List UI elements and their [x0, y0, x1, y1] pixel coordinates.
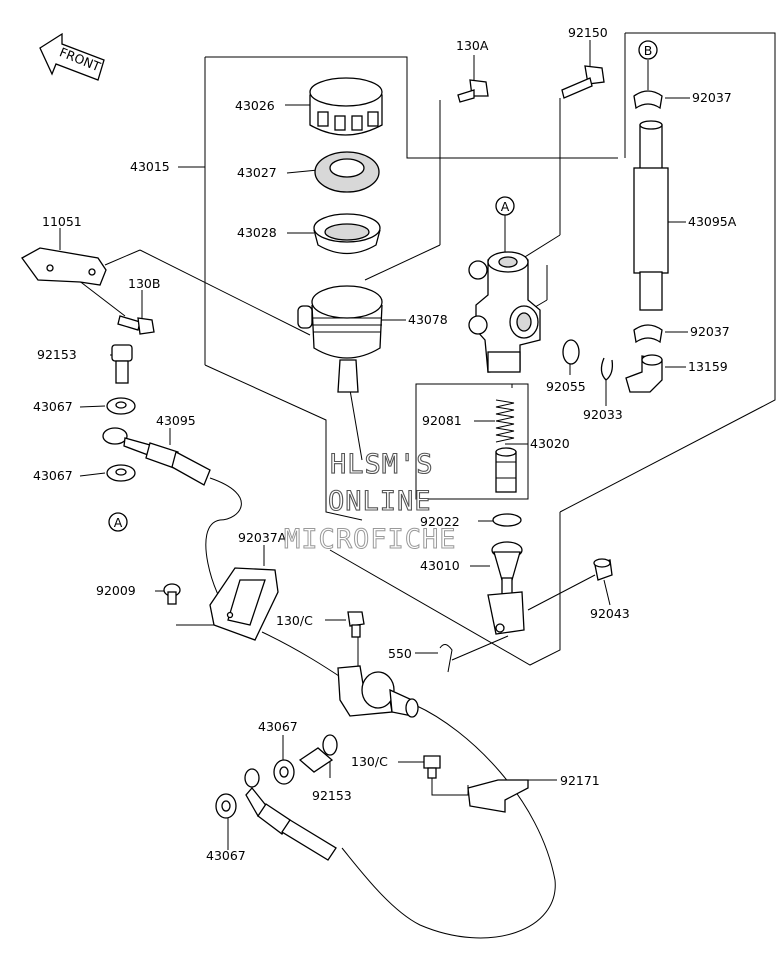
svg-text:B: B: [644, 43, 653, 58]
part-label: 92081: [422, 413, 462, 428]
piston-43020: [495, 447, 517, 493]
brake-hose-lower-end: [244, 768, 337, 861]
assembly-outline-43095A: [329, 32, 776, 666]
part-label: 130B: [128, 276, 160, 291]
part-label: 43067: [33, 468, 73, 483]
elbow-fitting-13159: [625, 354, 663, 393]
part-label: 92037: [692, 90, 732, 105]
bolt-92009: [163, 583, 181, 605]
part-label: 43026: [235, 98, 275, 113]
svg-text:A: A: [501, 199, 510, 214]
callout-a-bottom: A: [108, 512, 128, 532]
part-label: 130/C: [276, 613, 313, 628]
svg-text:A: A: [114, 515, 123, 530]
spring-92081: [495, 399, 515, 443]
master-cylinder-body: [468, 251, 541, 373]
part-label: 43067: [206, 848, 246, 863]
watermark-line-3: MICROFICHE: [284, 524, 457, 555]
part-label: 43027: [237, 165, 277, 180]
clamp-92037-lower: [633, 324, 663, 344]
reservoir-tank-43078: [297, 285, 383, 393]
bracket-92037A: [209, 567, 279, 641]
cotter-pin-550: [439, 644, 453, 673]
part-label: 43078: [408, 312, 448, 327]
bracket-11051: [21, 247, 107, 286]
assembly-outline-43015: [204, 56, 618, 521]
part-label: 11051: [42, 214, 82, 229]
gasket-43067-4: [215, 793, 237, 819]
part-label: 92153: [37, 347, 77, 362]
front-direction-arrow: FRONT: [39, 32, 105, 81]
bolt-130A: [457, 79, 489, 103]
part-labels: 43026 43027 43028 43015 11051 130B 92153…: [33, 25, 737, 863]
part-label: 130A: [456, 38, 489, 53]
callout-b-top: B: [638, 40, 658, 60]
part-label: 550: [388, 646, 412, 661]
part-label: 92037: [690, 324, 730, 339]
callout-a-top: A: [495, 196, 515, 216]
bolt-130C-upper: [347, 611, 365, 638]
part-label: 92022: [420, 514, 460, 529]
part-label: 92153: [312, 788, 352, 803]
gasket-43067-3: [273, 759, 295, 785]
o-ring-92055: [562, 339, 580, 365]
gasket-43067-2: [106, 464, 136, 482]
diaphragm-plate-43027: [314, 151, 380, 193]
part-label: 92055: [546, 379, 586, 394]
part-label: 92043: [590, 606, 630, 621]
gasket-43067-1: [106, 397, 136, 415]
banjo-bolt-92153-lower: [298, 734, 338, 773]
part-label: 43028: [237, 225, 277, 240]
hose-clamp-grommet: [337, 665, 419, 718]
circlip-92033: [600, 357, 614, 381]
part-label: 43095A: [688, 214, 737, 229]
bolt-92150: [561, 65, 605, 99]
watermark-line-2: ONLINE: [328, 486, 432, 517]
diaphragm-43028: [313, 213, 381, 255]
bolt-130C-lower: [423, 755, 441, 779]
part-label: 92009: [96, 583, 136, 598]
assembly-outline-43020: [415, 383, 529, 500]
part-label: 43015: [130, 159, 170, 174]
watermark-line-1: HLSM'S: [330, 449, 434, 480]
part-label: 43067: [258, 719, 298, 734]
circlip-92022: [492, 513, 522, 527]
push-rod-43010: [487, 541, 525, 635]
part-label: 92037A: [238, 530, 287, 545]
part-label: 13159: [688, 359, 728, 374]
part-label: 43020: [530, 436, 570, 451]
part-label: 92033: [583, 407, 623, 422]
part-label: 92150: [568, 25, 608, 40]
brake-hose-43095: [102, 427, 211, 486]
bolt-130B: [117, 315, 155, 335]
banjo-bolt-92153-upper: [111, 344, 133, 384]
pin-92043: [593, 558, 613, 581]
part-label: 43067: [33, 399, 73, 414]
watermark: HLSM'S ONLINE MICROFICHE: [284, 448, 457, 555]
reservoir-hose-43095A: [633, 120, 669, 311]
bracket-92171: [467, 779, 529, 813]
part-label: 130/C: [351, 754, 388, 769]
part-label: 43010: [420, 558, 460, 573]
part-label: 92171: [560, 773, 600, 788]
reservoir-cap-43026: [309, 77, 383, 136]
part-label: 43095: [156, 413, 196, 428]
clamp-92037-upper: [633, 90, 663, 110]
